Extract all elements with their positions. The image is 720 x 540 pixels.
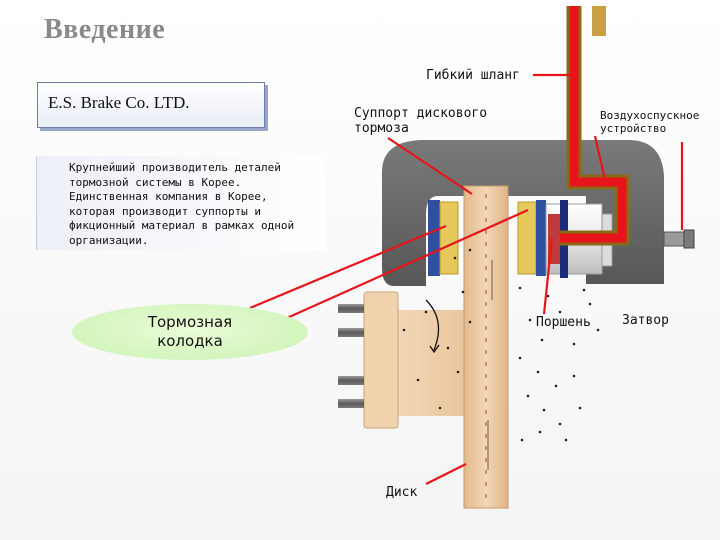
description-line: Крупнейший производитель деталей	[69, 161, 281, 174]
flexible-hose-fill	[560, 6, 627, 243]
inner-brake-pad	[517, 200, 546, 276]
description-line: которая производит суппорты и	[69, 204, 262, 218]
bleeder-label-line: устройство	[600, 122, 667, 135]
valve-label: Затвор	[622, 313, 669, 328]
bleeder-valve	[663, 229, 695, 249]
wheel-studs	[338, 304, 364, 408]
bleeder-label-line: Воздухоспускное	[600, 109, 700, 122]
company-description: Крупнейший производитель деталей тормозн…	[36, 156, 326, 250]
disc-label: Диск	[386, 485, 418, 500]
description-line: фикционный материал в рамках одной	[69, 219, 295, 232]
outer-brake-pad	[428, 200, 459, 276]
caliper-label: Суппорт дискового тормоза	[354, 106, 487, 136]
company-name: E.S. Brake Co. LTD.	[48, 93, 190, 112]
motion-arrow	[425, 299, 440, 354]
description-line: организации.	[69, 233, 149, 247]
bleeder-label: Воздухоспускное устройство	[600, 109, 699, 135]
caliper-label-line: Суппорт дискового	[354, 106, 488, 121]
hose-fitting	[592, 6, 606, 36]
dust-particles	[402, 248, 600, 442]
pointer-lines	[249, 73, 684, 485]
wheel-hub	[363, 291, 468, 429]
caliper-label-line: тормоза	[354, 121, 409, 136]
company-name-box: E.S. Brake Co. LTD.	[37, 82, 265, 128]
flexible-hose-label: Гибкий шланг	[426, 68, 520, 83]
description-line: Единственная компания в Корее,	[69, 190, 268, 203]
brake-disc	[463, 185, 509, 509]
piston-label: Поршень	[536, 315, 591, 330]
brake-pad-label-line: колодка	[157, 332, 223, 350]
description-line: тормозной системы в Корее.	[69, 175, 242, 189]
brake-pad-label-line: Тормозная	[147, 313, 233, 331]
brake-pad-label: Тормозная колодка	[72, 304, 308, 360]
slide-title: Введение	[44, 14, 166, 45]
